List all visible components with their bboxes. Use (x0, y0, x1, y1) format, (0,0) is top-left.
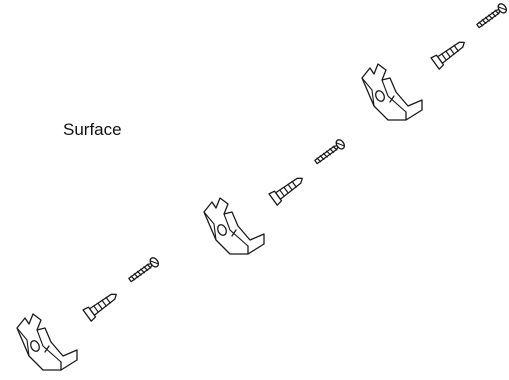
mounting-clip-1 (16, 313, 78, 371)
wall-anchor-3 (430, 36, 470, 70)
mounting-clip-3 (361, 63, 423, 121)
wall-anchor-1 (82, 288, 122, 322)
wall-anchor-2 (268, 172, 308, 206)
screw-2 (312, 137, 347, 167)
mounting-clip-2 (203, 197, 265, 255)
screw-3 (474, 1, 509, 31)
surface-label: Surface (63, 120, 122, 139)
screw-1 (126, 255, 161, 285)
